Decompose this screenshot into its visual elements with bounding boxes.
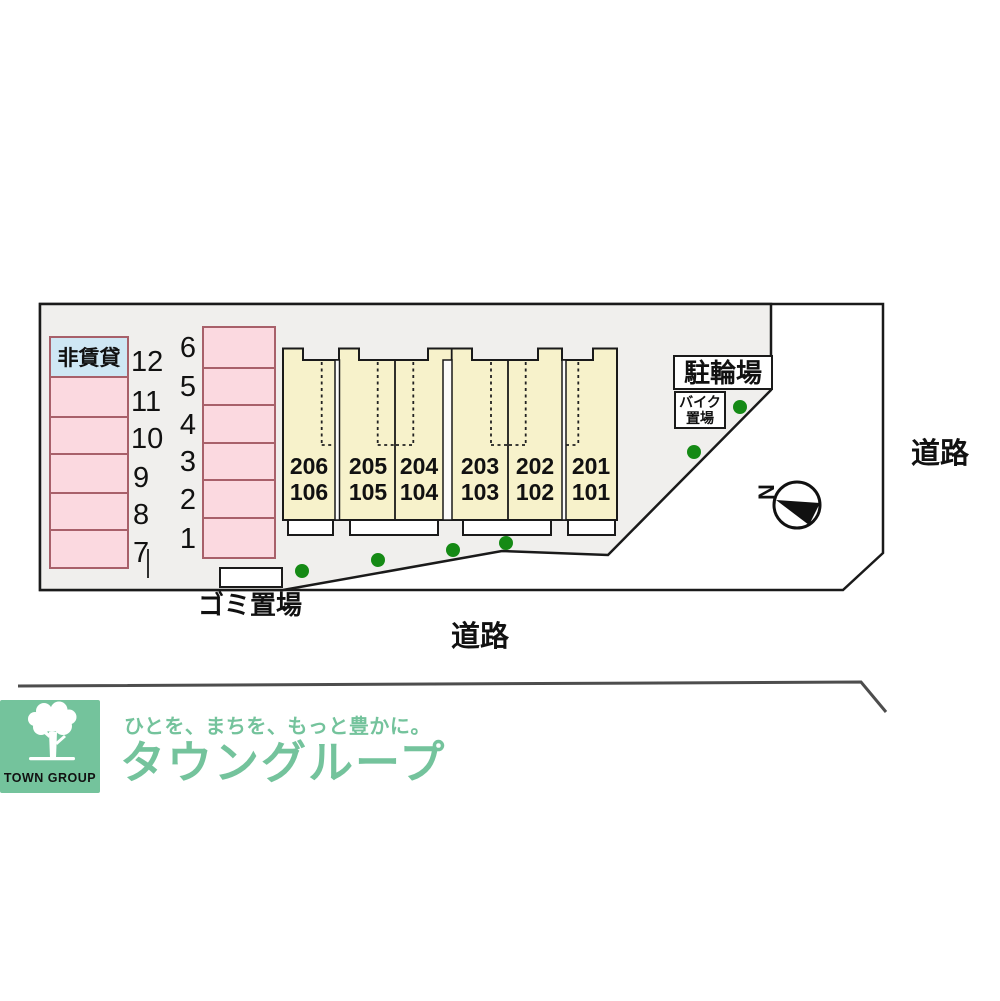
parking-space-6 (202, 326, 276, 369)
logo-square-text: TOWN GROUP (4, 771, 96, 785)
parking-number-6: 6 (180, 332, 196, 364)
bicycle-parking-label: 駐輪場 (684, 358, 762, 388)
parking-number-4: 4 (180, 409, 196, 441)
unit-204-label: 204 (400, 453, 439, 479)
unit-105-label: 105 (349, 479, 388, 505)
unit-205-label: 205 (349, 453, 388, 479)
footer-logo: TOWN GROUP ひとを、まちを、もっと豊かに。 タウングループ (0, 700, 446, 793)
bike-storage-box (674, 391, 726, 429)
building-row: 206 106 205 105 204 104 203 103 202 102 … (282, 347, 618, 536)
parking-space-4 (202, 404, 276, 444)
parking-number-3: 3 (180, 446, 196, 478)
brand-tagline: ひとを、まちを、もっと豊かに。 (124, 714, 431, 738)
parking-space-8 (49, 492, 129, 531)
parking-space-3 (202, 442, 276, 481)
unit-201-label: 201 (572, 453, 611, 479)
garbage-area-label: ゴミ置場 (198, 590, 302, 620)
building-gap-wall (334, 359, 341, 521)
parking-space-1 (202, 517, 276, 559)
compass-north-label: N (754, 484, 779, 500)
parking-space-10 (49, 416, 129, 455)
bicycle-parking-box (673, 355, 773, 390)
unit-203-label: 203 (461, 453, 499, 479)
unit-106-label: 106 (290, 479, 328, 505)
parking-number-11: 11 (131, 386, 161, 418)
parking-number-1: 1 (180, 523, 196, 555)
garbage-area-box (219, 567, 283, 588)
parking-number-12: 12 (131, 346, 163, 378)
unit-101-label: 101 (572, 479, 611, 505)
unit-202-label: 202 (516, 453, 554, 479)
parking-column-middle: 6 5 4 3 2 1 (180, 326, 276, 559)
building-gap-wall (561, 359, 567, 521)
parking-number-10: 10 (131, 423, 163, 455)
bike-storage-label-line2: 置場 (686, 410, 714, 426)
parking-space-5 (202, 367, 276, 406)
parking-space-11 (49, 376, 129, 418)
parking-space-12 (49, 336, 129, 378)
stair-dashed-lines (320, 362, 580, 446)
tree-dot (733, 400, 747, 414)
building-gap-wall (442, 359, 453, 521)
parking-space-2 (202, 479, 276, 519)
parking-number-5: 5 (180, 371, 196, 403)
brand-name: タウングループ (120, 737, 446, 788)
parking-space-9 (49, 453, 129, 494)
road-label-bottom: 道路 (451, 620, 510, 653)
tree-dot (371, 553, 385, 567)
non-rental-label: 非賃貸 (58, 346, 121, 370)
unit-102-label: 102 (516, 479, 554, 505)
parking-number-7: 7 (133, 537, 149, 569)
parking-number-2: 2 (180, 484, 196, 516)
unit-206-label: 206 (290, 453, 328, 479)
tree-dot (687, 445, 701, 459)
tree-dots (295, 400, 747, 578)
parking-column-left: 非賃貸 12 11 10 9 8 7 (49, 336, 163, 569)
parking-number-9: 9 (133, 462, 149, 494)
north-arrow: N (754, 480, 822, 530)
unit-104-label: 104 (400, 479, 439, 505)
road-label-right: 道路 (911, 437, 970, 470)
tree-dot (295, 564, 309, 578)
balcony (567, 519, 616, 536)
tree-dot (446, 543, 460, 557)
balcony (287, 519, 334, 536)
road-edge-line (17, 680, 888, 713)
balcony (462, 519, 552, 536)
unit-103-label: 103 (461, 479, 499, 505)
tree-dot (499, 536, 513, 550)
parking-number-8: 8 (133, 499, 149, 531)
unit-divider (394, 348, 509, 535)
parking-space-7 (49, 529, 129, 569)
bike-storage-label-line1: バイク (679, 394, 721, 410)
balcony (349, 519, 439, 536)
tree-logo-icon (28, 701, 77, 761)
